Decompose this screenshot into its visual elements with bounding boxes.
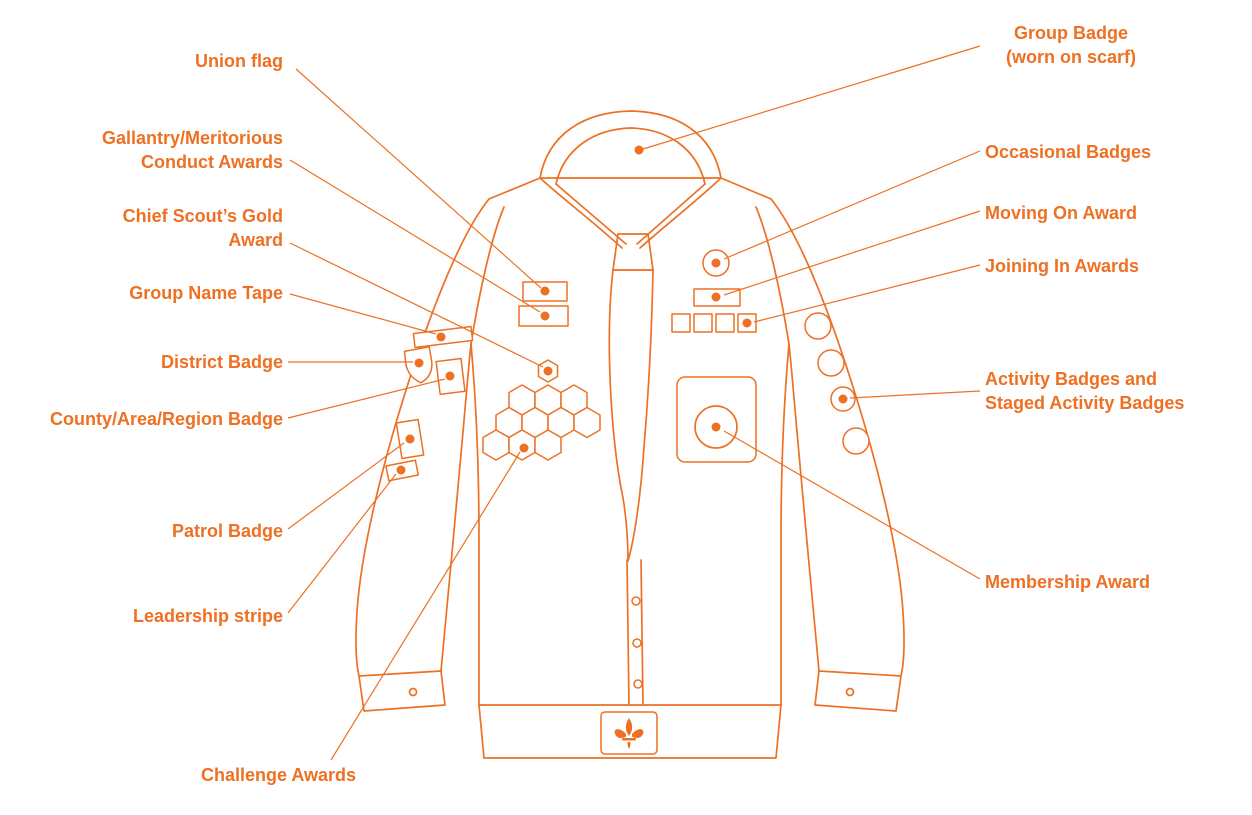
label-county-area-region: County/Area/Region Badge <box>49 409 283 429</box>
dot-group-name-tape <box>436 332 446 342</box>
leader-moving-on-award <box>723 210 981 296</box>
label-gallantry: Gallantry/Meritorious Conduct Awards <box>101 128 283 172</box>
leader-lines <box>287 45 981 761</box>
leader-challenge-awards <box>330 451 521 761</box>
label-chief-scout-gold: Chief Scout’s Gold Award <box>122 206 283 250</box>
label-joining-in-awards: Joining In Awards <box>985 256 1140 276</box>
marker-dots <box>396 145 848 475</box>
dot-leadership-stripe <box>396 465 406 475</box>
right-cuff <box>814 670 902 712</box>
dot-chief-scout-gold <box>543 366 553 376</box>
label-moving-on-award: Moving On Award <box>985 203 1138 223</box>
dot-patrol-badge <box>405 434 415 444</box>
leader-gallantry <box>289 159 541 313</box>
shirt-button-icon <box>632 638 642 648</box>
leader-joining-in-awards <box>753 264 981 323</box>
challenge-awards-hexagons <box>482 384 601 461</box>
leader-leadership-stripe <box>287 473 397 614</box>
dot-district-badge <box>414 358 424 368</box>
fleur-de-lis-icon <box>614 718 644 749</box>
dot-county-badge <box>445 371 455 381</box>
leader-occasional-badges <box>723 150 981 260</box>
label-group-name-tape: Group Name Tape <box>129 283 283 303</box>
leader-patrol-badge <box>287 442 405 530</box>
leader-chief-scout-gold <box>289 242 544 368</box>
left-cuff <box>358 670 446 712</box>
dot-moving-on-award <box>711 292 721 302</box>
label-district-badge: District Badge <box>160 352 283 372</box>
leader-membership-award <box>723 430 981 580</box>
scarf-roll <box>539 110 722 179</box>
leader-union-flag <box>295 68 542 289</box>
front-placket <box>626 559 644 706</box>
label-leadership-stripe: Leadership stripe <box>132 606 283 626</box>
dot-occasional-badges <box>711 258 721 268</box>
left-cuff-button-icon <box>408 687 418 697</box>
shirt-outline <box>355 177 905 759</box>
label-challenge-awards: Challenge Awards <box>201 765 357 785</box>
label-membership-award: Membership Award <box>985 572 1151 592</box>
dot-group-badge <box>634 145 644 155</box>
label-union-flag: Union flag <box>195 51 283 71</box>
dot-activity-badges <box>838 394 848 404</box>
scarf <box>539 110 722 562</box>
shirt-button-icon <box>631 596 641 606</box>
activity-badges <box>804 312 870 455</box>
dot-gallantry <box>540 311 550 321</box>
dot-union-flag <box>540 286 550 296</box>
label-patrol-badge: Patrol Badge <box>171 521 283 541</box>
right-cuff-button-icon <box>845 687 855 697</box>
label-occasional-badges: Occasional Badges <box>985 142 1152 162</box>
membership-award-pocket <box>676 376 757 463</box>
dot-membership-award <box>711 422 721 432</box>
dot-joining-in-awards <box>742 318 752 328</box>
belt <box>478 704 782 759</box>
label-group-badge: Group Badge (worn on scarf) <box>1005 23 1136 67</box>
scarf-knot <box>612 233 654 271</box>
scarf-tail <box>608 269 654 562</box>
leader-group-name-tape <box>289 293 437 335</box>
leader-county-badge <box>287 378 446 419</box>
label-activity-badges: Activity Badges and Staged Activity Badg… <box>985 369 1185 413</box>
dot-challenge-awards <box>519 443 529 453</box>
shirt-button-icon <box>633 679 643 689</box>
leader-activity-badges <box>849 390 981 399</box>
leader-group-badge <box>642 45 981 150</box>
